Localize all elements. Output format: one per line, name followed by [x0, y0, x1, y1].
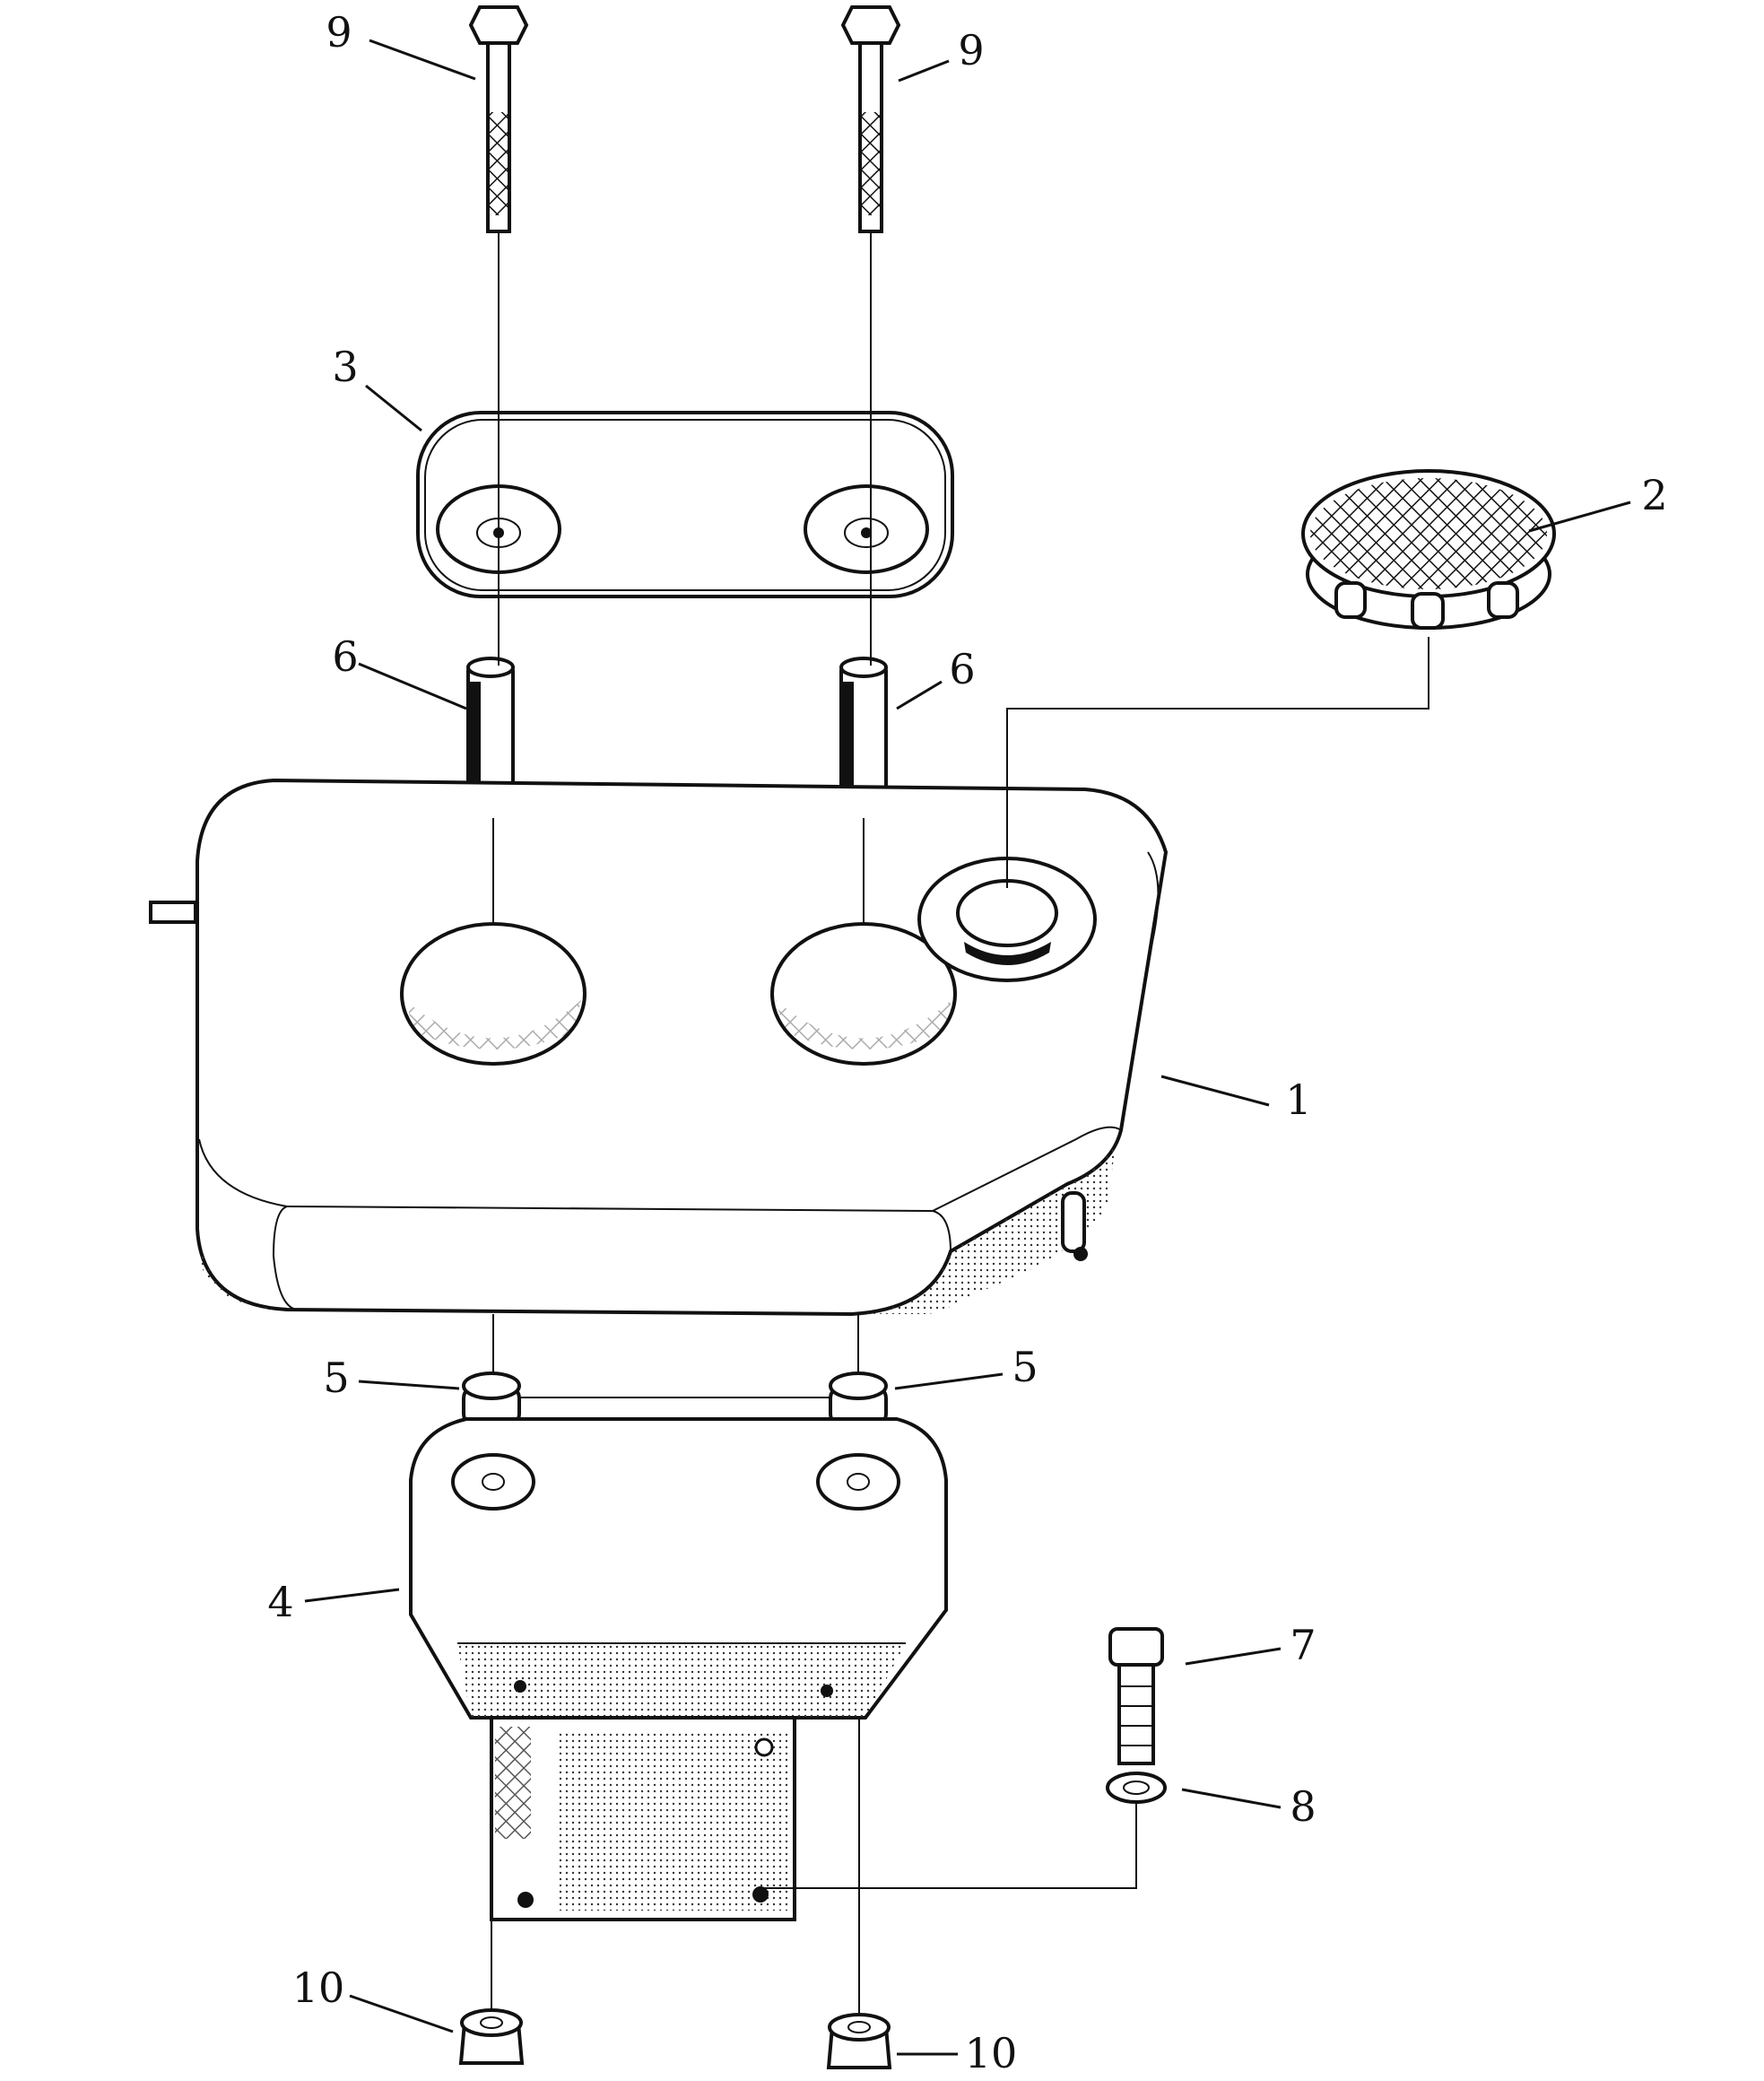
- nut-left: [458, 2008, 525, 2065]
- callout-8: 8: [1290, 1782, 1316, 1831]
- callout-1: 1: [1285, 1075, 1311, 1124]
- callout-9-right: 9: [958, 26, 984, 74]
- callout-10-right: 10: [965, 2029, 1018, 2077]
- leader-lines: [304, 39, 1631, 2056]
- callout-5-left: 5: [323, 1354, 349, 1402]
- callout-labels: 9 9 3 2 6 6 1 5 5 4 7 8 10 10: [267, 8, 1667, 2077]
- callout-3: 3: [332, 343, 358, 391]
- grommet-right: [829, 1371, 888, 1428]
- callout-10-left: 10: [292, 1963, 345, 2012]
- screw: [1108, 1627, 1164, 1765]
- callout-2: 2: [1641, 471, 1667, 519]
- callout-9-left: 9: [326, 8, 352, 57]
- bolt-left: [468, 5, 529, 233]
- callout-6-right: 6: [949, 645, 975, 693]
- callout-7: 7: [1290, 1621, 1316, 1669]
- oil-tank: [149, 778, 1169, 1317]
- mounting-bracket: [409, 1417, 948, 1921]
- oil-filler-cap: [1301, 469, 1556, 630]
- spacer-right: [839, 657, 888, 820]
- callout-5-right: 5: [1012, 1343, 1038, 1391]
- callout-6-left: 6: [332, 632, 358, 681]
- grommet-left: [462, 1371, 521, 1428]
- nut-right: [826, 2013, 892, 2069]
- cover-plate: [416, 411, 954, 598]
- washer: [1106, 1772, 1167, 1804]
- bolt-right: [840, 5, 901, 233]
- assembly-lines: [491, 231, 1429, 2014]
- callout-4: 4: [267, 1578, 293, 1626]
